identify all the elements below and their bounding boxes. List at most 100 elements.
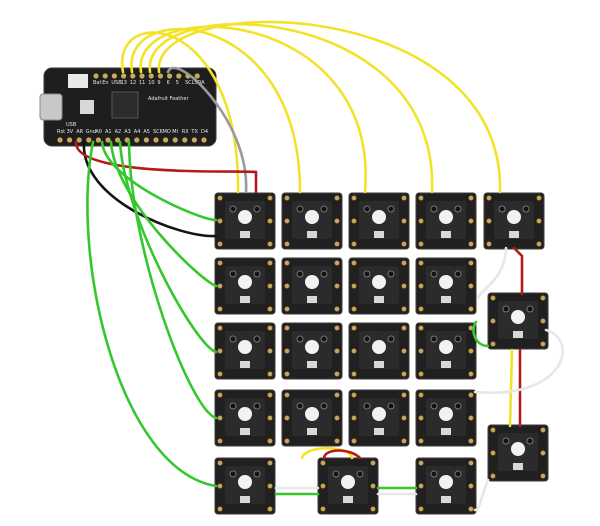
led (240, 361, 250, 368)
castellated-pad (267, 306, 273, 312)
castellated-pad (320, 506, 326, 512)
switch-hole (238, 475, 252, 489)
castellated-pad (334, 348, 340, 354)
castellated-pad (267, 195, 273, 201)
castellated-pad (418, 438, 424, 444)
castellated-pad (217, 506, 223, 512)
header-pin (105, 137, 111, 143)
castellated-pad (284, 392, 290, 398)
castellated-pad (468, 195, 474, 201)
socket-pin (526, 305, 534, 313)
castellated-pad (468, 483, 474, 489)
key-module (415, 322, 477, 380)
castellated-pad (217, 460, 223, 466)
castellated-pad (334, 241, 340, 247)
castellated-pad (536, 218, 542, 224)
pin-label: SCK (153, 129, 164, 135)
wire (472, 320, 490, 348)
pin-label: Bat (93, 80, 101, 86)
key-module (415, 389, 477, 447)
castellated-pad (351, 195, 357, 201)
pin-label: D4 (201, 129, 208, 135)
castellated-pad (418, 348, 424, 354)
pin-label: En (102, 80, 108, 86)
castellated-pad (418, 195, 424, 201)
castellated-pad (486, 195, 492, 201)
header-pin (76, 137, 82, 143)
castellated-pad (284, 283, 290, 289)
usb-connector (39, 93, 63, 121)
led (240, 496, 250, 503)
switch-hole (507, 210, 521, 224)
castellated-pad (418, 506, 424, 512)
socket-pin (526, 437, 534, 445)
castellated-pad (284, 438, 290, 444)
wire (512, 246, 524, 296)
header-pin (86, 137, 92, 143)
castellated-pad (486, 241, 492, 247)
castellated-pad (284, 325, 290, 331)
socket-pin (363, 270, 371, 278)
key-module (281, 257, 343, 315)
socket-pin (522, 205, 530, 213)
chip (111, 91, 139, 119)
pin-label: A1 (105, 129, 112, 135)
header-pin (194, 73, 200, 79)
switch-hole (238, 340, 252, 354)
header-pin (201, 137, 207, 143)
header-pin (111, 73, 117, 79)
castellated-pad (267, 415, 273, 421)
led (240, 428, 250, 435)
pin-label: 11 (139, 80, 145, 86)
switch-hole (305, 340, 319, 354)
castellated-pad (401, 195, 407, 201)
castellated-pad (468, 306, 474, 312)
switch-hole (511, 442, 525, 456)
castellated-pad (351, 241, 357, 247)
socket-pin (332, 470, 340, 478)
usb-label: USB (66, 122, 77, 128)
socket-pin (253, 270, 261, 278)
castellated-pad (490, 450, 496, 456)
castellated-pad (267, 460, 273, 466)
header-pin (157, 73, 163, 79)
key-module (348, 192, 410, 250)
wire (473, 478, 490, 512)
socket-pin (430, 402, 438, 410)
led (441, 231, 451, 238)
socket-pin (387, 270, 395, 278)
header-pin (153, 137, 159, 143)
wire (139, 25, 367, 194)
castellated-pad (401, 325, 407, 331)
switch-hole (511, 310, 525, 324)
pin-label: USB (111, 80, 122, 86)
castellated-pad (540, 473, 546, 479)
castellated-pad (468, 348, 474, 354)
castellated-pad (334, 283, 340, 289)
switch-hole (372, 275, 386, 289)
castellated-pad (217, 392, 223, 398)
switch-hole (439, 407, 453, 421)
switch-hole (305, 210, 319, 224)
key-module (348, 322, 410, 380)
wire (166, 66, 248, 194)
socket-pin (320, 270, 328, 278)
castellated-pad (267, 392, 273, 398)
castellated-pad (468, 241, 474, 247)
castellated-pad (267, 218, 273, 224)
wires (74, 20, 564, 512)
socket-pin (253, 470, 261, 478)
socket-pin (430, 470, 438, 478)
castellated-pad (418, 283, 424, 289)
castellated-pad (540, 318, 546, 324)
castellated-pad (267, 371, 273, 377)
pin-label: 10 (148, 80, 154, 86)
castellated-pad (490, 295, 496, 301)
header-pin (163, 137, 169, 143)
header-pin (121, 73, 127, 79)
header-pin (67, 137, 73, 143)
pin-label: A3 (124, 129, 131, 135)
led (441, 296, 451, 303)
socket-pin (253, 402, 261, 410)
castellated-pad (401, 392, 407, 398)
